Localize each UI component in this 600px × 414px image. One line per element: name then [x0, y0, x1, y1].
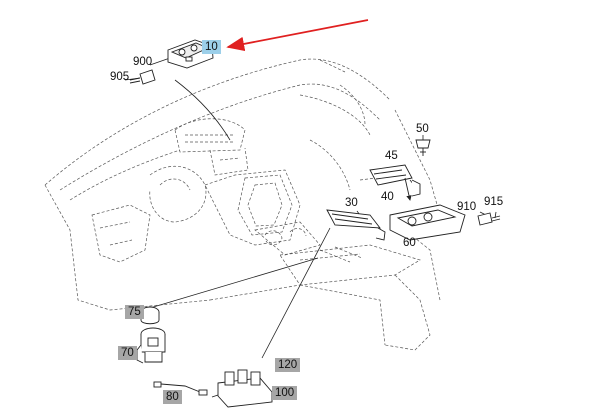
- callout-45[interactable]: 45: [385, 150, 398, 162]
- callout-905[interactable]: 905: [110, 71, 130, 83]
- callout-50[interactable]: 50: [416, 123, 429, 135]
- dashboard-outline: [44, 58, 441, 351]
- switch-panel-part[interactable]: [167, 39, 214, 69]
- relay-box-100-part[interactable]: [211, 369, 281, 408]
- leader-75: [149, 257, 319, 309]
- callout-100[interactable]: 100: [272, 386, 298, 400]
- highlight-arrow: [226, 19, 369, 52]
- callout-900[interactable]: 900: [133, 56, 153, 68]
- callout-10[interactable]: 10: [202, 40, 221, 54]
- callout-70[interactable]: 70: [118, 346, 137, 360]
- connector-910-part[interactable]: [477, 212, 501, 226]
- connector-905-part[interactable]: [129, 69, 156, 85]
- control-unit-60-part[interactable]: [389, 204, 466, 241]
- light-switch-70-part[interactable]: [136, 327, 166, 364]
- screw-50-part[interactable]: [415, 139, 431, 156]
- leader-10: [174, 79, 231, 141]
- switch-module-45-part[interactable]: [369, 164, 421, 201]
- callout-75[interactable]: 75: [125, 305, 144, 319]
- callout-915[interactable]: 915: [484, 196, 504, 208]
- switch-module-30-part[interactable]: [326, 209, 386, 241]
- callout-120[interactable]: 120: [275, 358, 301, 372]
- callout-40[interactable]: 40: [381, 191, 394, 203]
- leader-900: [149, 57, 171, 66]
- callout-910[interactable]: 910: [457, 201, 477, 213]
- cable-80-part[interactable]: [153, 381, 208, 396]
- leader-120: [261, 227, 331, 359]
- callout-60[interactable]: 60: [403, 237, 416, 249]
- callout-80[interactable]: 80: [163, 390, 182, 404]
- callout-30[interactable]: 30: [345, 197, 358, 209]
